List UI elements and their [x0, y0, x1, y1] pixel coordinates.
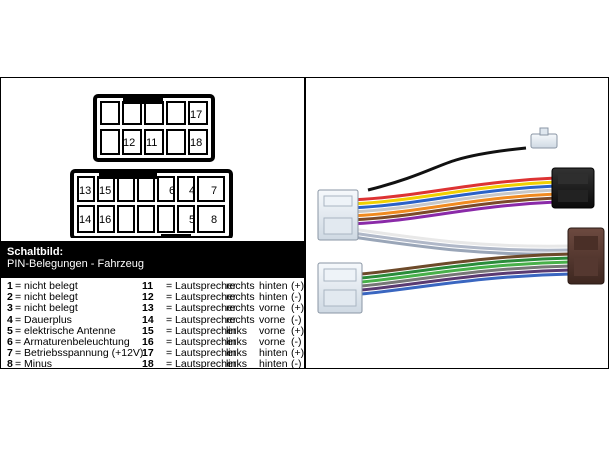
pin-position: hinten [259, 291, 288, 304]
pin-position: hinten [259, 358, 288, 371]
pin-number: 17 [142, 347, 154, 360]
pin-position: hinten [259, 280, 288, 292]
pin-label-5: 5 [189, 214, 195, 226]
pinout-panel: 17 12 11 18 [1, 78, 305, 371]
pin-assignment-list: 1 = nicht belegt 11 = Lautsprecher recht… [7, 280, 305, 371]
wire-bundle-lower [345, 226, 572, 296]
pin-label-17: 17 [190, 109, 202, 121]
wiring-harness-image [317, 127, 605, 314]
pin-side: links [226, 347, 248, 360]
pin-description: = Lautsprecher [166, 324, 237, 337]
pin-number: 7 [7, 347, 13, 360]
pin-side: links [226, 358, 248, 371]
pin-number: 4 [7, 313, 13, 326]
connector-drawings: 17 12 11 18 [70, 94, 233, 238]
pin-row: 1 = nicht belegt 11 = Lautsprecher recht… [7, 280, 305, 292]
pin-polarity: (+) [291, 324, 305, 337]
pin-description: = nicht belegt [15, 280, 78, 292]
white-plug-upper [317, 189, 359, 241]
pin-polarity: (-) [291, 335, 302, 348]
pin-side: rechts [226, 302, 255, 315]
pin-position: vorne [259, 324, 286, 337]
pin-label-12: 12 [123, 137, 135, 149]
schematic-heading: Schaltbild: [7, 246, 64, 258]
pin-position: hinten [259, 347, 288, 360]
connector-top: 17 12 11 18 [93, 94, 215, 162]
schematic-title-bar: Schaltbild: PIN-Belegungen - Fahrzeug [1, 241, 304, 278]
pin-description: = Lautsprecher [166, 358, 237, 371]
pin-position: vorne [259, 335, 286, 348]
pin-polarity: (+) [291, 347, 305, 360]
pin-label-13: 13 [79, 185, 91, 197]
wire-bundle-upper [345, 176, 557, 226]
iso-connector-brown [567, 227, 605, 285]
pin-number: 14 [142, 313, 154, 326]
pin-row: 2 = nicht belegt 12 = Lautsprecher recht… [7, 291, 303, 304]
pin-number: 8 [7, 358, 13, 371]
pin-number: 1 [7, 280, 13, 292]
pin-description: = Lautsprecher [166, 280, 237, 292]
pin-number: 6 [7, 335, 13, 348]
pin-description: = Lautsprecher [166, 291, 237, 304]
diagram-frame: 17 12 11 18 [0, 77, 609, 371]
pin-number: 2 [7, 291, 13, 304]
panel-divider [304, 78, 306, 368]
pin-number: 12 [142, 291, 154, 304]
schematic-subheading: PIN-Belegungen - Fahrzeug [7, 258, 144, 270]
pin-number: 13 [142, 302, 154, 315]
pin-side: links [226, 335, 248, 348]
pin-side: rechts [226, 280, 255, 292]
harness-photo [306, 78, 608, 368]
pin-label-11: 11 [146, 137, 157, 149]
pin-label-15: 15 [99, 185, 111, 197]
pin-description: = Lautsprecher [166, 313, 237, 326]
pin-polarity: (+) [291, 280, 305, 292]
pin-description: = Armaturenbeleuchtung [15, 335, 130, 348]
pin-position: vorne [259, 302, 286, 315]
pin-polarity: (-) [291, 358, 302, 371]
pin-polarity: (-) [291, 313, 302, 326]
pin-description: = elektrische Antenne [15, 324, 116, 337]
pin-number: 11 [142, 280, 154, 292]
pin-side: rechts [226, 313, 255, 326]
pin-description: = Dauerplus [15, 313, 72, 326]
pin-row: 6 = Armaturenbeleuchtung 16 = Lautsprech… [7, 335, 303, 348]
pin-position: vorne [259, 313, 286, 326]
pin-description: = Lautsprecher [166, 302, 237, 315]
iso-connector-black [551, 167, 595, 209]
pin-row: 8 = Minus 18 = Lautsprecher links hinten… [7, 359, 303, 370]
pin-side: rechts [226, 291, 255, 304]
pin-label-7: 7 [211, 185, 217, 197]
pin-description: = Minus [15, 358, 53, 371]
pin-label-18: 18 [190, 137, 202, 149]
pin-label-8: 8 [211, 214, 217, 226]
pin-label-14: 14 [79, 214, 91, 226]
wire-black-single [367, 146, 527, 192]
pin-description: = nicht belegt [15, 291, 78, 304]
pin-number: 16 [142, 335, 154, 348]
pin-number: 15 [142, 324, 154, 337]
pin-side: links [226, 324, 248, 337]
pin-polarity: (+) [291, 302, 305, 315]
connector-bottom: 13 15 6 4 7 14 16 5 8 [70, 169, 233, 238]
pin-row: 5 = elektrische Antenne 15 = Lautspreche… [7, 324, 305, 337]
pin-number: 5 [7, 324, 13, 337]
pin-row: 4 = Dauerplus 14 = Lautsprecher rechts v… [7, 313, 303, 326]
pin-row: 7 = Betriebsspannung (+12V) 17 = Lautspr… [7, 347, 305, 360]
pin-description: = Lautsprecher [166, 335, 237, 348]
pin-label-16: 16 [99, 214, 111, 226]
pin-row: 3 = nicht belegt 13 = Lautsprecher recht… [7, 302, 305, 315]
pin-label-6: 6 [169, 185, 175, 197]
pin-description: = nicht belegt [15, 302, 78, 315]
pin-label-4: 4 [189, 185, 195, 197]
white-plug-lower [317, 262, 363, 314]
pin-number: 18 [142, 358, 154, 371]
pin-description: = Betriebsspannung (+12V) [15, 347, 144, 360]
pin-description: = Lautsprecher [166, 347, 237, 360]
pin-polarity: (-) [291, 291, 302, 304]
pin-number: 3 [7, 302, 13, 315]
small-white-plug [530, 127, 558, 149]
